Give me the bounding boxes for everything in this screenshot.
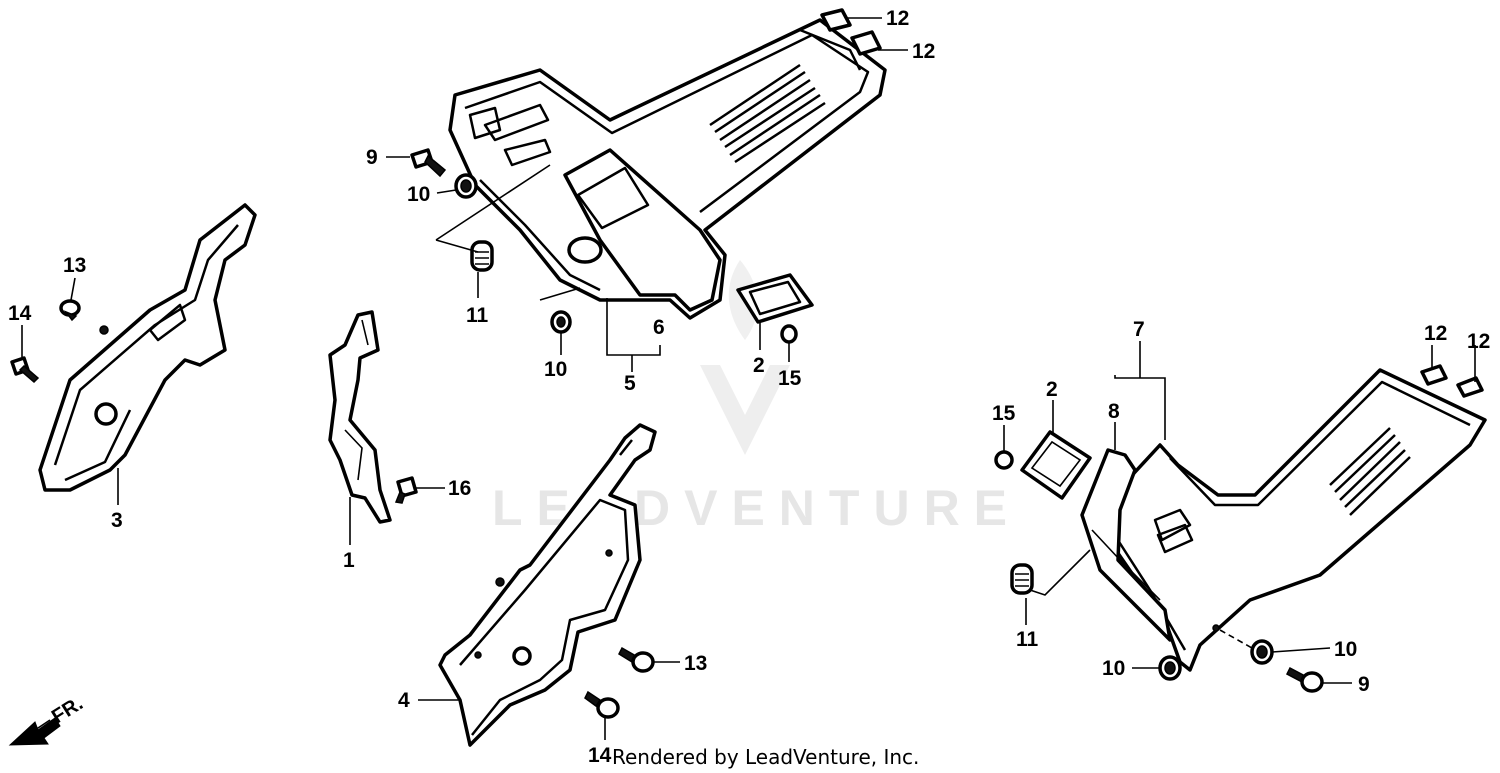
watermark-logo-icon	[700, 365, 790, 455]
part-3-left-cover	[38, 203, 257, 492]
part-16-bolt	[394, 476, 418, 504]
callout-8: 8	[1108, 400, 1120, 423]
part-9-screw-right	[1286, 666, 1324, 693]
callout-13-center: 13	[684, 652, 707, 675]
part-9-screw-upper	[410, 148, 447, 178]
part-12-clip-right-b	[1456, 376, 1484, 398]
callout-9-right: 9	[1358, 673, 1370, 696]
leader-lines	[21, 17, 1476, 740]
callout-15-upper: 15	[778, 367, 802, 390]
part-10-grommet-upper	[454, 173, 478, 199]
callout-2-upper: 2	[753, 354, 765, 377]
callout-1: 1	[343, 549, 355, 572]
part-14-screw-center	[584, 690, 620, 719]
callout-10-mid: 10	[544, 358, 567, 381]
part-11-grommet-right	[1010, 563, 1034, 595]
callout-12-right-a: 12	[1424, 322, 1447, 345]
callout-10-right-a: 10	[1102, 657, 1125, 680]
callout-16: 16	[448, 477, 471, 500]
part-12-clip-right-a	[1420, 364, 1448, 386]
part-5-side-cover-assembly	[448, 18, 887, 320]
callout-4: 4	[398, 689, 410, 712]
callout-9-upper: 9	[366, 146, 378, 169]
part-7-right-cover	[1093, 368, 1487, 672]
callout-10-right-b: 10	[1334, 638, 1357, 661]
part-11-grommet-upper	[470, 240, 494, 272]
front-direction-indicator: FR.	[8, 693, 87, 746]
callout-labels: 12 12 9 10 11 10 6 5 2 15 13 14 3 1 16 4…	[8, 7, 1490, 767]
part-2-plate-upper	[736, 273, 814, 324]
part-1-bracket	[328, 310, 392, 524]
callout-13-left: 13	[63, 254, 86, 277]
part-13-screw-center	[618, 646, 655, 673]
front-arrow-icon	[8, 717, 61, 746]
part-10-grommet-right-a	[1158, 655, 1182, 681]
footer-credit: Rendered by LeadVenture, Inc.	[612, 745, 919, 769]
callout-11-right: 11	[1016, 628, 1039, 651]
callout-12-upper-a: 12	[886, 7, 909, 30]
callout-11-upper: 11	[466, 304, 489, 327]
part-2-plate-right	[1020, 430, 1092, 500]
callout-7: 7	[1133, 318, 1145, 341]
callout-14-center: 14	[588, 744, 612, 767]
part-8-emblem	[1080, 448, 1172, 642]
part-12-clip-upper-a	[820, 8, 852, 32]
callout-5: 5	[624, 372, 636, 395]
part-10-grommet-mid	[550, 310, 572, 334]
callout-14-left: 14	[8, 302, 32, 325]
callout-12-upper-b: 12	[912, 40, 935, 63]
part-14-screw-left	[10, 356, 40, 384]
callout-6: 6	[653, 316, 665, 339]
vent-slots-right	[1329, 427, 1411, 516]
callout-10-upper: 10	[407, 183, 430, 206]
part-13-screw-left	[59, 299, 81, 322]
part-15-clip-upper	[780, 324, 798, 344]
callout-15-right: 15	[992, 402, 1016, 425]
part-4-lower-cover	[438, 423, 657, 747]
part-12-clip-upper-b	[850, 30, 882, 56]
callout-2-right: 2	[1046, 378, 1058, 401]
callout-12-right-b: 12	[1467, 330, 1490, 353]
callout-3: 3	[111, 509, 123, 532]
vent-slots-upper	[709, 63, 826, 164]
part-10-grommet-right-b	[1250, 639, 1274, 665]
part-15-clip-right	[994, 450, 1014, 470]
